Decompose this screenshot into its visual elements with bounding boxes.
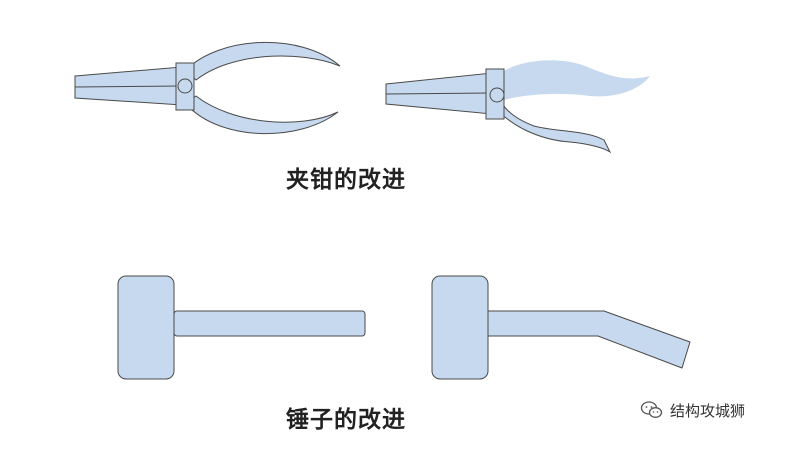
watermark-text: 结构攻城狮 [670, 401, 746, 420]
pliers-improved-lower-handle [493, 99, 612, 154]
pliers-improved-jaw-line [385, 92, 493, 95]
hammer-improved-head [431, 275, 489, 380]
pliers-improved [385, 60, 650, 154]
hammer-improved [431, 275, 691, 380]
pliers-improved-upper-handle [496, 60, 650, 100]
hammer-original [117, 275, 366, 380]
hammer-original-handle [173, 310, 366, 337]
pliers-original-lower-handle [185, 95, 339, 134]
hammer-improved-handle [487, 310, 691, 369]
hammer-improvement-caption: 锤子的改进 [286, 407, 406, 433]
pliers-original-upper-handle [185, 42, 341, 81]
pliers-improvement-caption: 夹钳的改进 [286, 167, 406, 193]
watermark: 结构攻城狮 [640, 398, 745, 422]
pliers-original-pivot [177, 78, 193, 94]
pliers-original [74, 42, 341, 134]
wechat-icon [640, 401, 663, 418]
pliers-original-jaw-line [74, 85, 183, 88]
hammer-original-head [117, 275, 175, 380]
pliers-improved-pivot [489, 87, 505, 103]
